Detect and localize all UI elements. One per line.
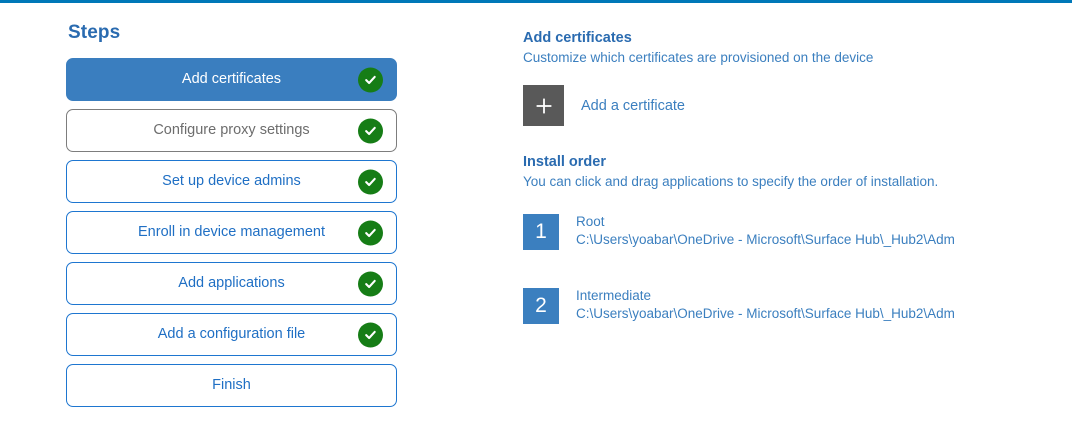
step-label: Set up device admins [162, 173, 301, 190]
step-button-add-certificates[interactable]: Add certificates [66, 58, 397, 101]
detail-panel: Add certificates Customize which certifi… [523, 30, 1043, 361]
install-order-subheading: You can click and drag applications to s… [523, 174, 939, 190]
step-button-set-up-device-admins[interactable]: Set up device admins [66, 160, 397, 203]
steps-title: Steps [68, 22, 121, 43]
step-label: Add a configuration file [157, 326, 306, 343]
add-certificates-heading: Add certificates [523, 30, 632, 46]
step-complete-check-icon [358, 322, 383, 347]
step-complete-check-icon [358, 118, 383, 143]
install-order-heading: Install order [523, 154, 606, 171]
add-certificate-button[interactable]: Add a certificate [523, 85, 773, 127]
install-order-path: C:\Users\yoabar\OneDrive - Microsoft\Sur… [576, 232, 955, 248]
steps-panel: Steps Add certificates Configure proxy s… [66, 22, 398, 415]
step-complete-check-icon [358, 220, 383, 245]
install-order-item[interactable]: 1 Root C:\Users\yoabar\OneDrive - Micros… [523, 213, 1023, 251]
step-label: Add certificates [181, 71, 282, 88]
install-order-section: Install order You can click and drag app… [523, 154, 1043, 325]
install-order-list: 1 Root C:\Users\yoabar\OneDrive - Micros… [523, 213, 1043, 325]
step-button-add-a-configuration-file[interactable]: Add a configuration file [66, 313, 397, 356]
step-button-enroll-in-device-management[interactable]: Enroll in device management [66, 211, 397, 254]
plus-icon [523, 85, 564, 127]
step-complete-check-icon [358, 169, 383, 194]
install-order-number-badge: 2 [523, 288, 559, 325]
install-order-text: Root C:\Users\yoabar\OneDrive - Microsof… [576, 213, 955, 249]
step-button-configure-proxy-settings[interactable]: Configure proxy settings [66, 109, 397, 152]
install-order-path: C:\Users\yoabar\OneDrive - Microsoft\Sur… [576, 306, 955, 322]
install-order-text: Intermediate C:\Users\yoabar\OneDrive - … [576, 287, 955, 323]
install-order-number-badge: 1 [523, 214, 559, 251]
step-label: Configure proxy settings [153, 122, 310, 139]
step-complete-check-icon [358, 271, 383, 296]
install-order-name: Intermediate [576, 288, 652, 304]
step-button-finish[interactable]: Finish [66, 364, 397, 407]
install-order-item[interactable]: 2 Intermediate C:\Users\yoabar\OneDrive … [523, 287, 1023, 325]
add-certificate-label: Add a certificate [581, 97, 685, 114]
step-complete-check-icon [358, 67, 383, 92]
install-order-name: Root [576, 214, 605, 230]
add-certificates-subheading: Customize which certificates are provisi… [523, 50, 874, 65]
top-accent-rule [0, 0, 1072, 3]
step-label: Enroll in device management [138, 224, 325, 241]
step-label: Finish [212, 377, 251, 394]
step-label: Add applications [178, 275, 285, 292]
step-button-add-applications[interactable]: Add applications [66, 262, 397, 305]
